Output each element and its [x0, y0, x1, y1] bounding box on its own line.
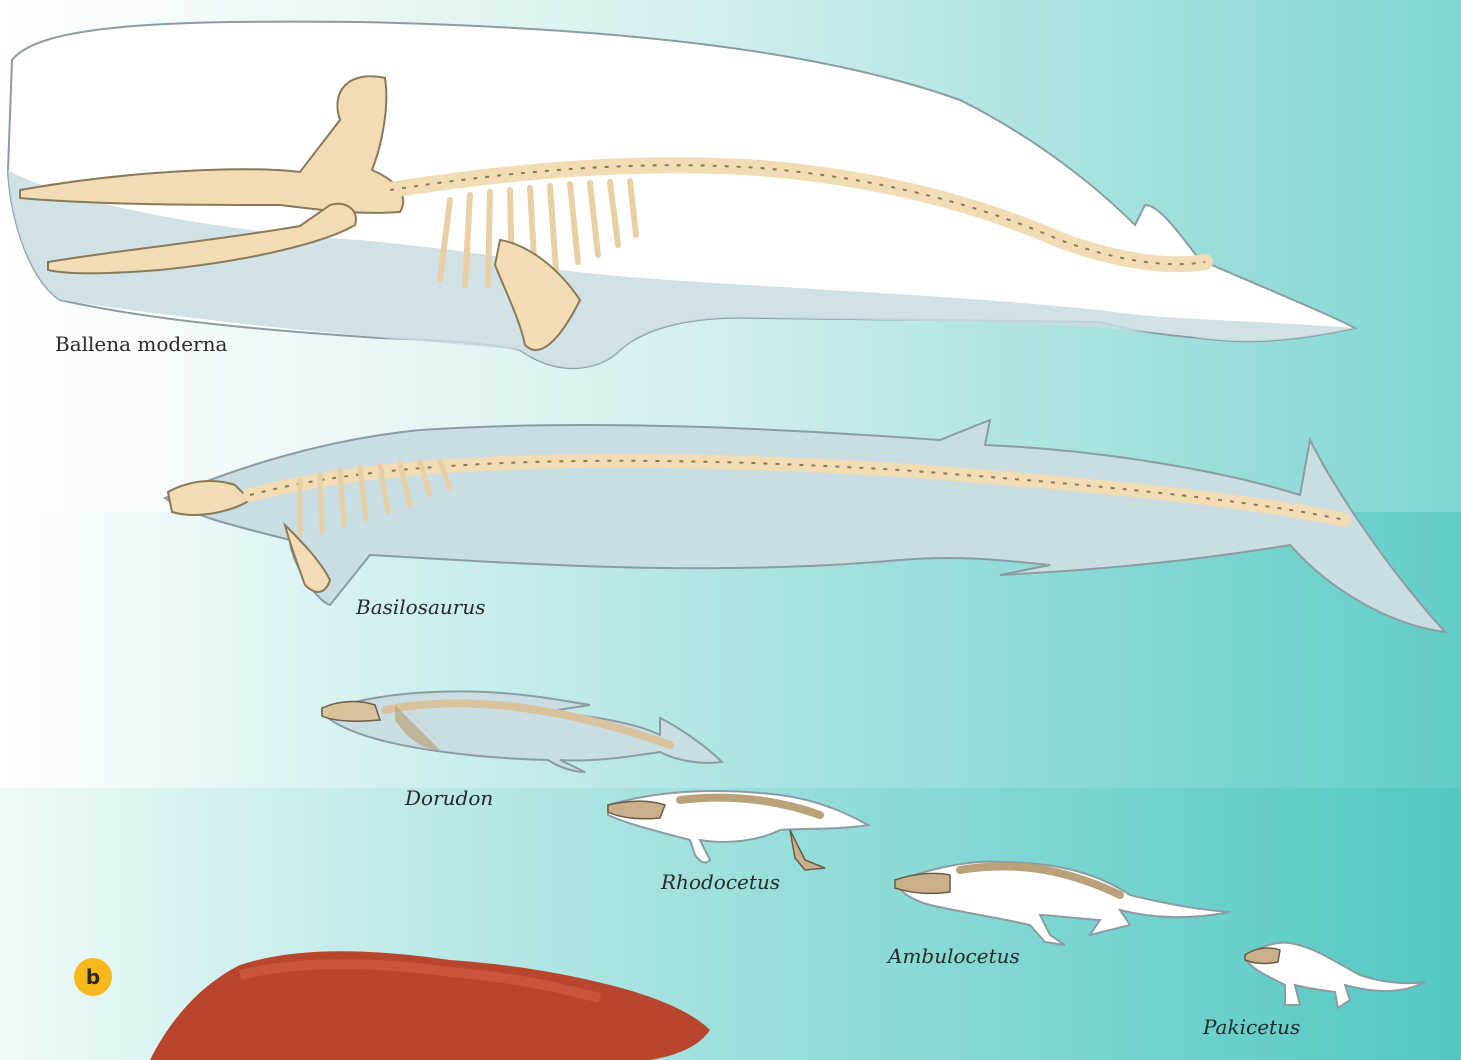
- label-ballena-moderna: Ballena moderna: [55, 332, 227, 356]
- figure-part-badge: b: [74, 958, 112, 996]
- label-ambulocetus: Ambulocetus: [888, 944, 1020, 968]
- ambulocetus-illustration: [895, 862, 1230, 945]
- label-dorudon: Dorudon: [405, 786, 493, 810]
- pakicetus-reconstruction-image: [150, 951, 710, 1060]
- rhodocetus-illustration: [608, 791, 868, 870]
- pakicetus-illustration: [1245, 943, 1425, 1008]
- label-basilosaurus: Basilosaurus: [356, 595, 486, 619]
- dorudon-illustration: [322, 691, 722, 772]
- label-pakicetus: Pakicetus: [1203, 1015, 1300, 1039]
- label-rhodocetus: Rhodocetus: [661, 870, 780, 894]
- modern-whale-illustration: [8, 22, 1355, 369]
